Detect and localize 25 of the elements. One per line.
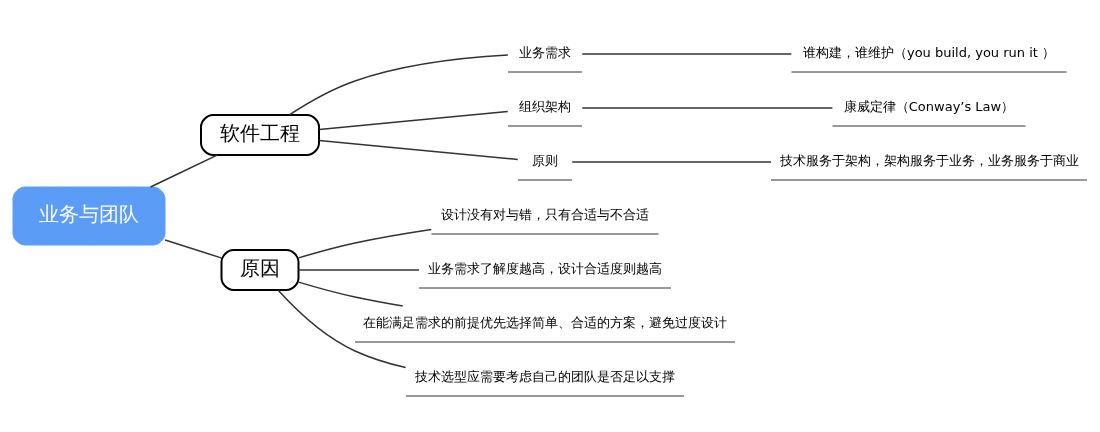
connector	[297, 228, 433, 259]
node-text: 业务需求了解度越高，设计合适度则越高	[428, 261, 662, 277]
connector	[581, 107, 834, 109]
node-text: 业务需求	[519, 45, 571, 61]
connector	[277, 289, 407, 369]
node-box: 原因	[220, 249, 300, 291]
node-box: 业务与团队	[12, 186, 166, 246]
connector	[297, 281, 404, 307]
node-text: 技术服务于架构，架构服务于业务，业务服务于商业	[779, 153, 1079, 169]
connector	[318, 110, 509, 131]
node-box: 软件工程	[200, 114, 320, 156]
connector	[164, 239, 222, 259]
node-text: 谁构建，谁维护（you build, you run it ）	[802, 45, 1056, 61]
connector	[297, 269, 420, 271]
connector	[581, 53, 793, 55]
node-text: 原则	[532, 153, 558, 169]
node-text: 康威定律（Conway’s Law）	[843, 99, 1015, 115]
connector	[288, 54, 509, 116]
connector	[149, 154, 218, 188]
node-text: 设计没有对与错，只有合适与不合适	[441, 207, 649, 223]
connector	[571, 161, 772, 163]
connector	[318, 139, 519, 161]
node-text: 组织架构	[519, 99, 571, 115]
node-text: 在能满足需求的前提优先选择简单、合适的方案，避免过度设计	[363, 315, 727, 331]
node-text: 技术选型应需要考虑自己的团队是否足以支撑	[415, 369, 675, 385]
